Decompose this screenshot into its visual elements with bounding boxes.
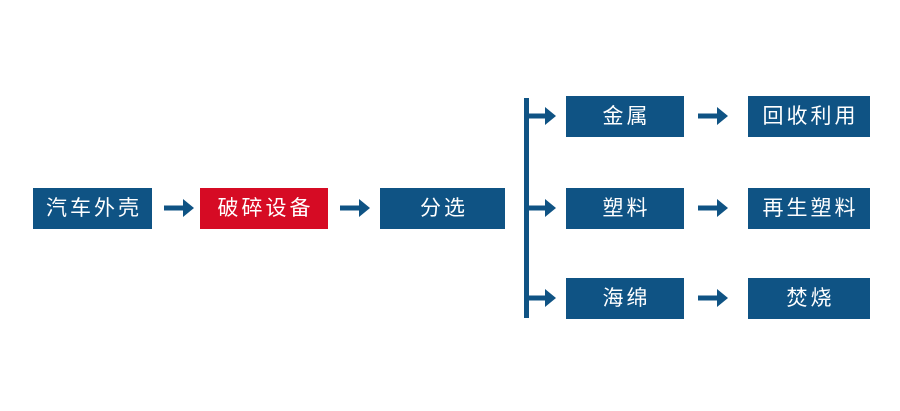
arrow-right-icon (697, 283, 729, 313)
node-car-shell[interactable]: 汽车外壳 (33, 188, 152, 229)
split-arrow-plastic-icon (528, 197, 556, 219)
arrow-right-icon (339, 193, 371, 223)
arrow-right-icon (697, 193, 729, 223)
node-destination-recycled-plastic[interactable]: 再生塑料 (748, 188, 870, 229)
split-arrow-sponge-icon (528, 287, 556, 309)
split-connector-line (524, 98, 529, 318)
node-destination-incineration[interactable]: 焚烧 (748, 278, 870, 319)
node-destination-recycling[interactable]: 回收利用 (748, 96, 870, 137)
node-material-metal[interactable]: 金属 (566, 96, 684, 137)
arrow-right-icon (697, 101, 729, 131)
node-sorting[interactable]: 分选 (380, 188, 505, 229)
node-material-plastic[interactable]: 塑料 (566, 188, 684, 229)
node-material-sponge[interactable]: 海绵 (566, 278, 684, 319)
split-arrow-metal-icon (528, 105, 556, 127)
arrow-right-icon (163, 193, 195, 223)
node-crushing-equipment[interactable]: 破碎设备 (200, 188, 328, 229)
